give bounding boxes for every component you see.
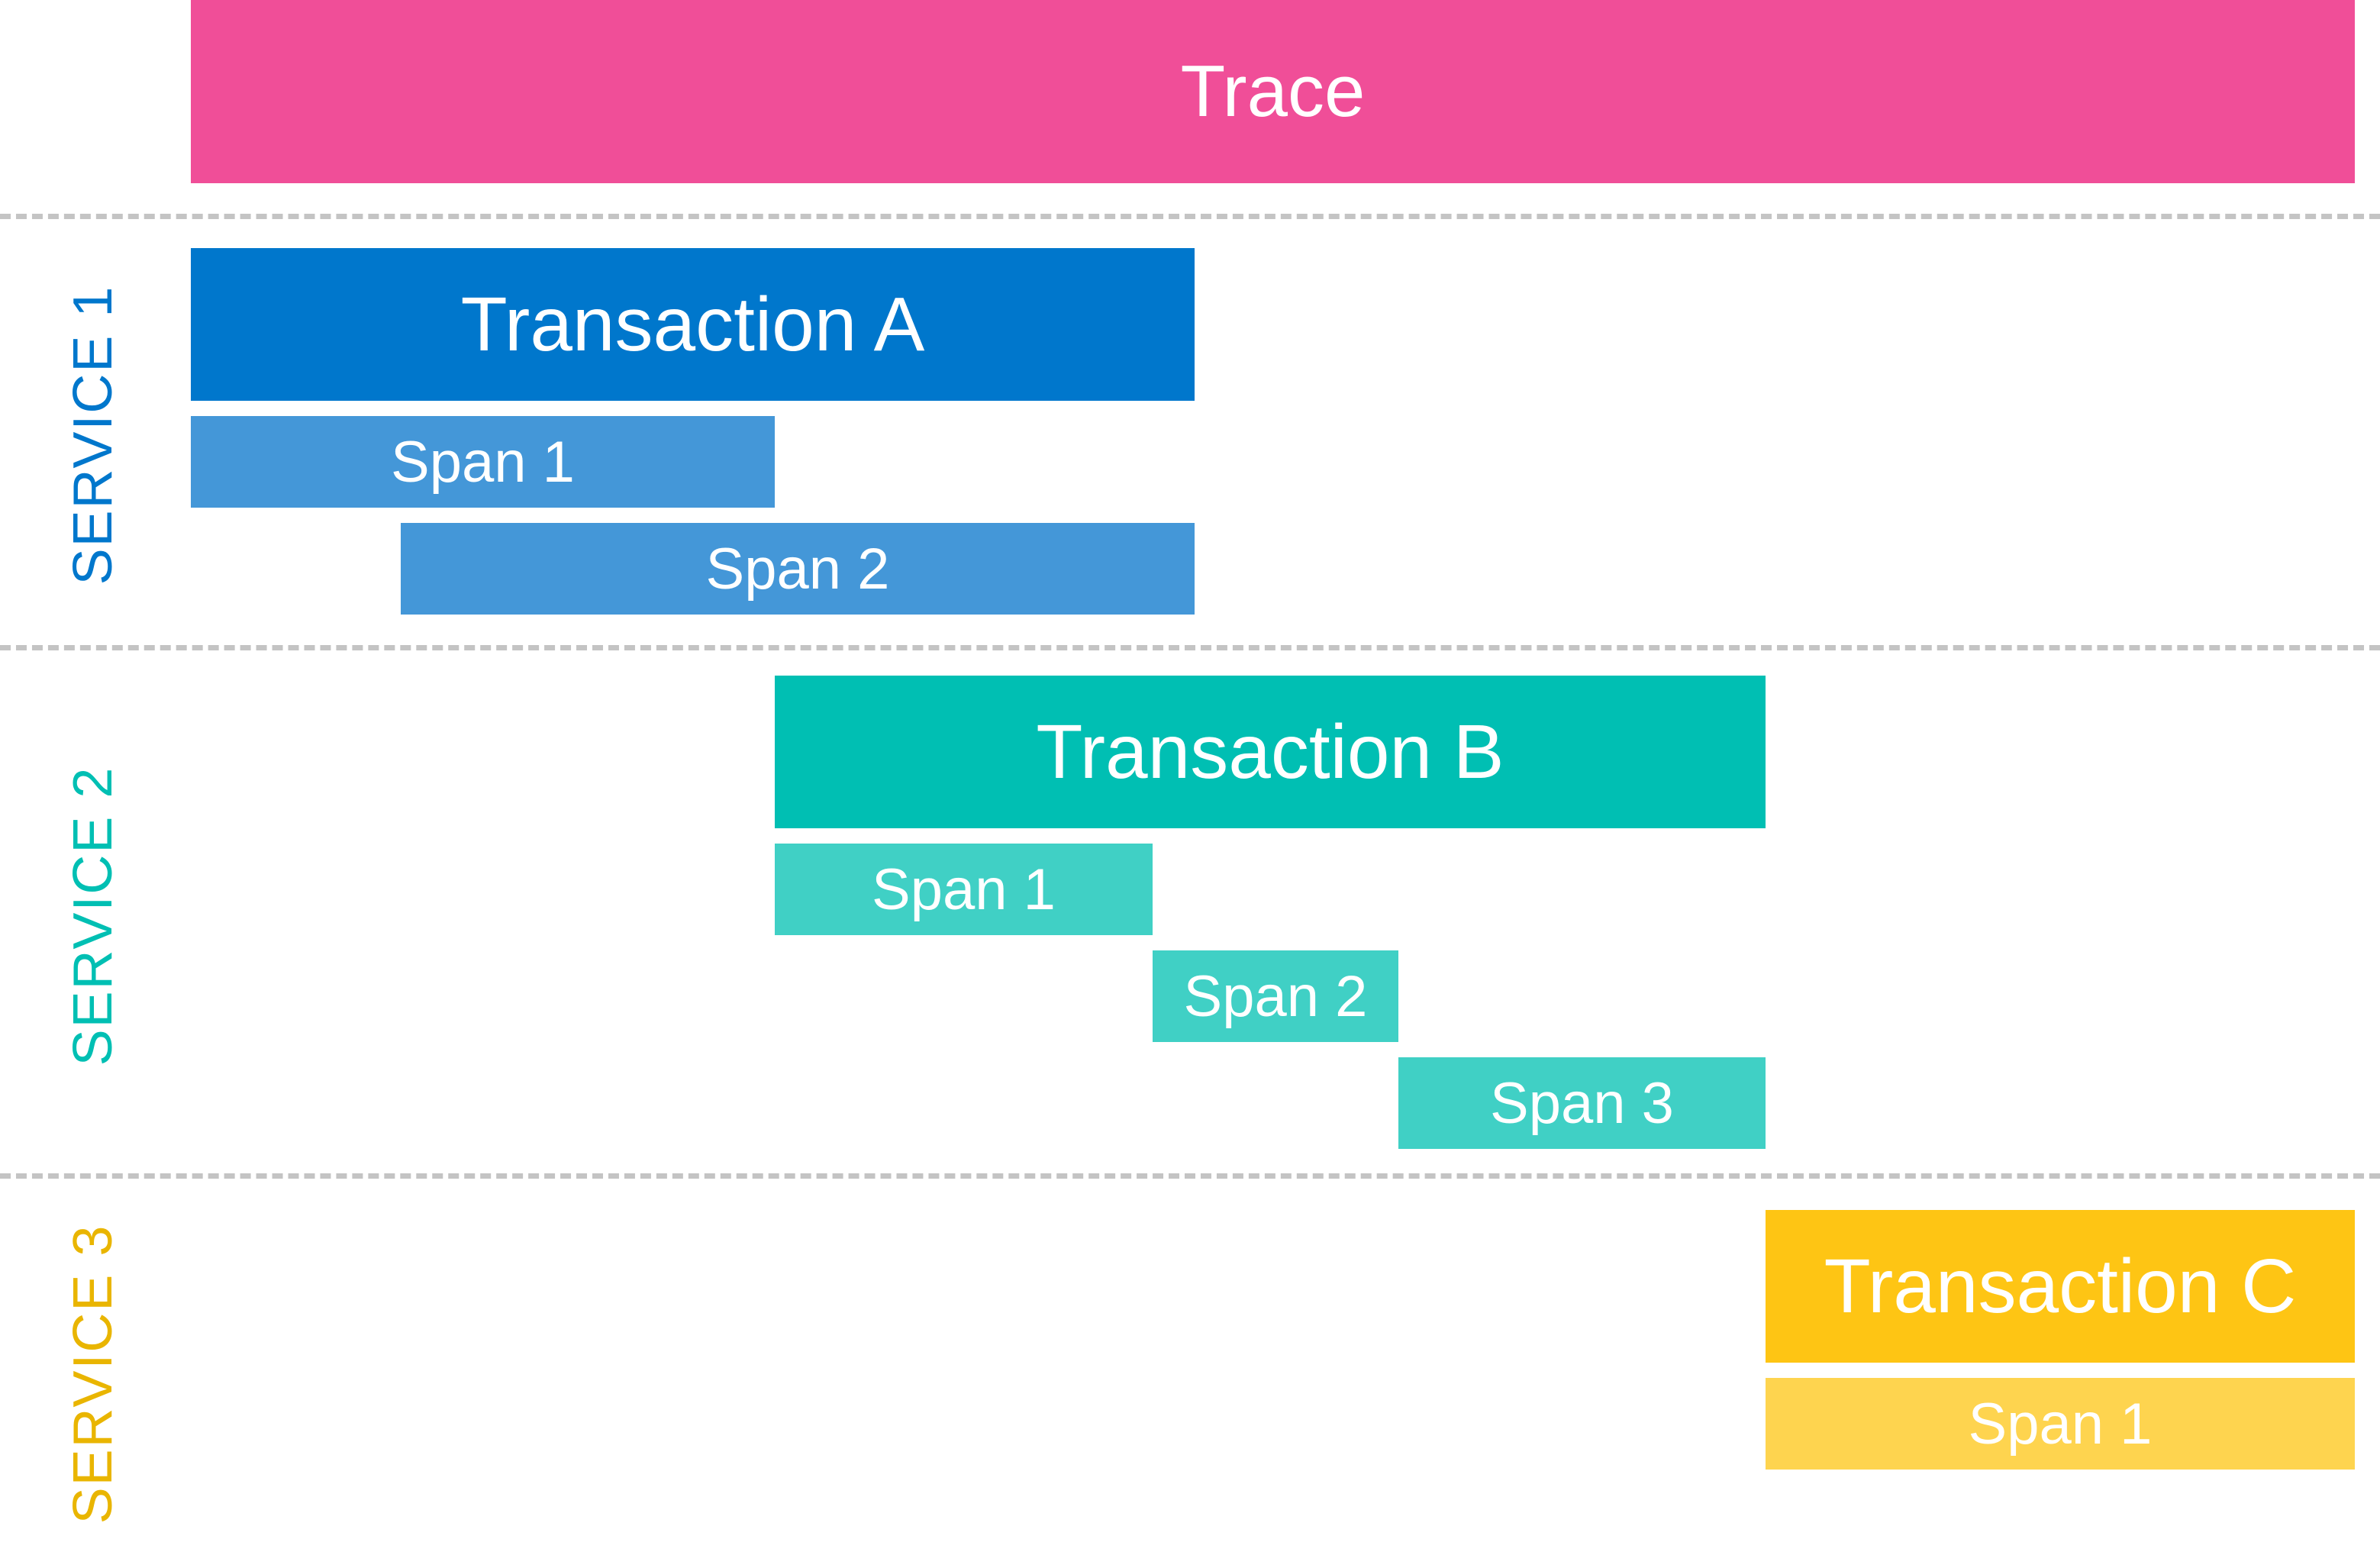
service-2-label: SERVICE 2 (63, 766, 124, 1066)
service-2-span-2-label: Span 2 (1183, 963, 1368, 1029)
service-1-span-1-label: Span 1 (391, 429, 575, 495)
transaction-c-bar: Transaction C (1766, 1210, 2355, 1363)
service-2-span-1-label: Span 1 (872, 857, 1056, 922)
service-1-span-2-label: Span 2 (705, 536, 890, 602)
transaction-b-bar: Transaction B (775, 676, 1766, 828)
service-1-span-2-bar: Span 2 (401, 523, 1195, 615)
trace-label: Trace (1180, 50, 1366, 132)
service-3-span-1-label: Span 1 (1968, 1391, 2153, 1457)
transaction-b-label: Transaction B (1036, 708, 1504, 795)
trace-bar: Trace (191, 0, 2355, 183)
transaction-c-label: Transaction C (1824, 1243, 2297, 1329)
service-2-span-3-bar: Span 3 (1398, 1057, 1766, 1149)
service-1-span-1-bar: Span 1 (191, 416, 775, 508)
transaction-a-bar: Transaction A (191, 248, 1195, 401)
service-3-label: SERVICE 3 (63, 1224, 124, 1524)
divider-service-1-2 (0, 645, 2380, 650)
service-2-span-2-bar: Span 2 (1153, 950, 1398, 1042)
divider-service-2-3 (0, 1173, 2380, 1179)
divider-top (0, 214, 2380, 219)
service-2-span-3-label: Span 3 (1490, 1070, 1674, 1136)
service-3-span-1-bar: Span 1 (1766, 1378, 2355, 1470)
transaction-a-label: Transaction A (460, 281, 925, 367)
service-1-label: SERVICE 1 (63, 285, 124, 586)
service-2-span-1-bar: Span 1 (775, 844, 1153, 935)
